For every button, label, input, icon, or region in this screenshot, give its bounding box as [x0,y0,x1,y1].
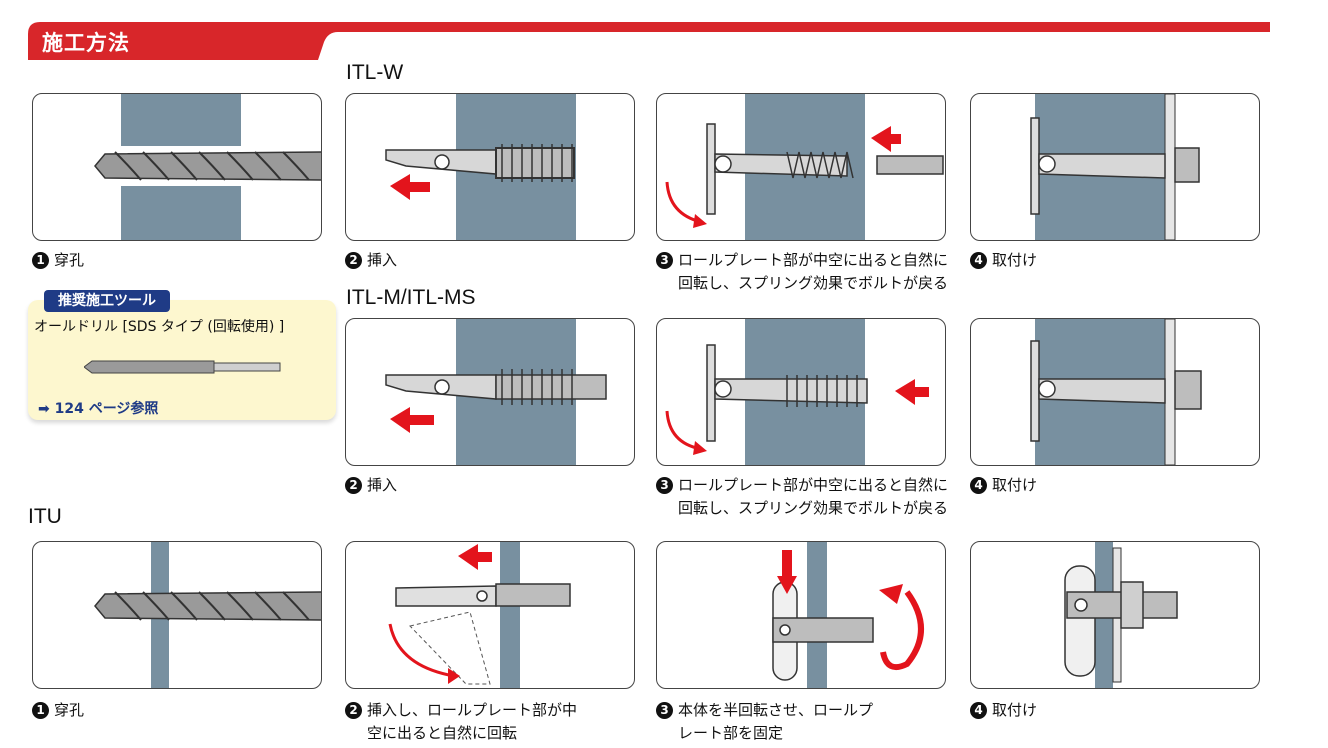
section-title-itl-w: ITL-W [346,61,404,84]
panel-itu-fix [970,541,1260,689]
page-title: 施工方法 [42,31,130,55]
recommended-tool-box [28,300,336,420]
rotation-arrow-icon [388,623,455,678]
red-arrow-icon [871,126,901,152]
red-arrow-icon [390,407,434,433]
tool-name: オールドリル [SDS タイプ (回転使用) ] [34,319,285,335]
red-arrow-icon [895,379,929,405]
red-arrow-icon [390,174,430,200]
red-arrow-icon [458,544,492,570]
panel-itlm-insert [345,318,635,466]
section-title-itl-m: ITL-M/ITL-MS [346,286,476,309]
page-reference-link[interactable]: ➡ 124 ページ参照 [38,401,159,417]
panel-itlm-rotate [656,318,946,466]
drill-bit-icon [94,151,321,181]
panel-itlw-rotate [656,93,946,241]
anchor-bolt-icon [385,144,575,182]
arrow-right-icon: ➡ [38,401,50,417]
header-bar [28,22,1270,60]
section-title-itu: ITU [28,505,62,528]
panel-itlw-fix [970,93,1260,241]
drill-bit-icon [94,591,321,621]
drill-bit-icon [84,360,281,374]
panel-itlm-fix [970,318,1260,466]
panel-itu-rotate [656,541,946,689]
panel-itlw-insert [345,93,635,241]
panel-drilling [32,93,322,241]
panel-itu-drilling [32,541,322,689]
rotation-arrow-icon [880,590,924,670]
drill-illustration [94,94,321,240]
panel-itu-insert [345,541,635,689]
red-arrow-icon [777,576,797,594]
tool-badge: 推奨施工ツール [44,290,170,312]
